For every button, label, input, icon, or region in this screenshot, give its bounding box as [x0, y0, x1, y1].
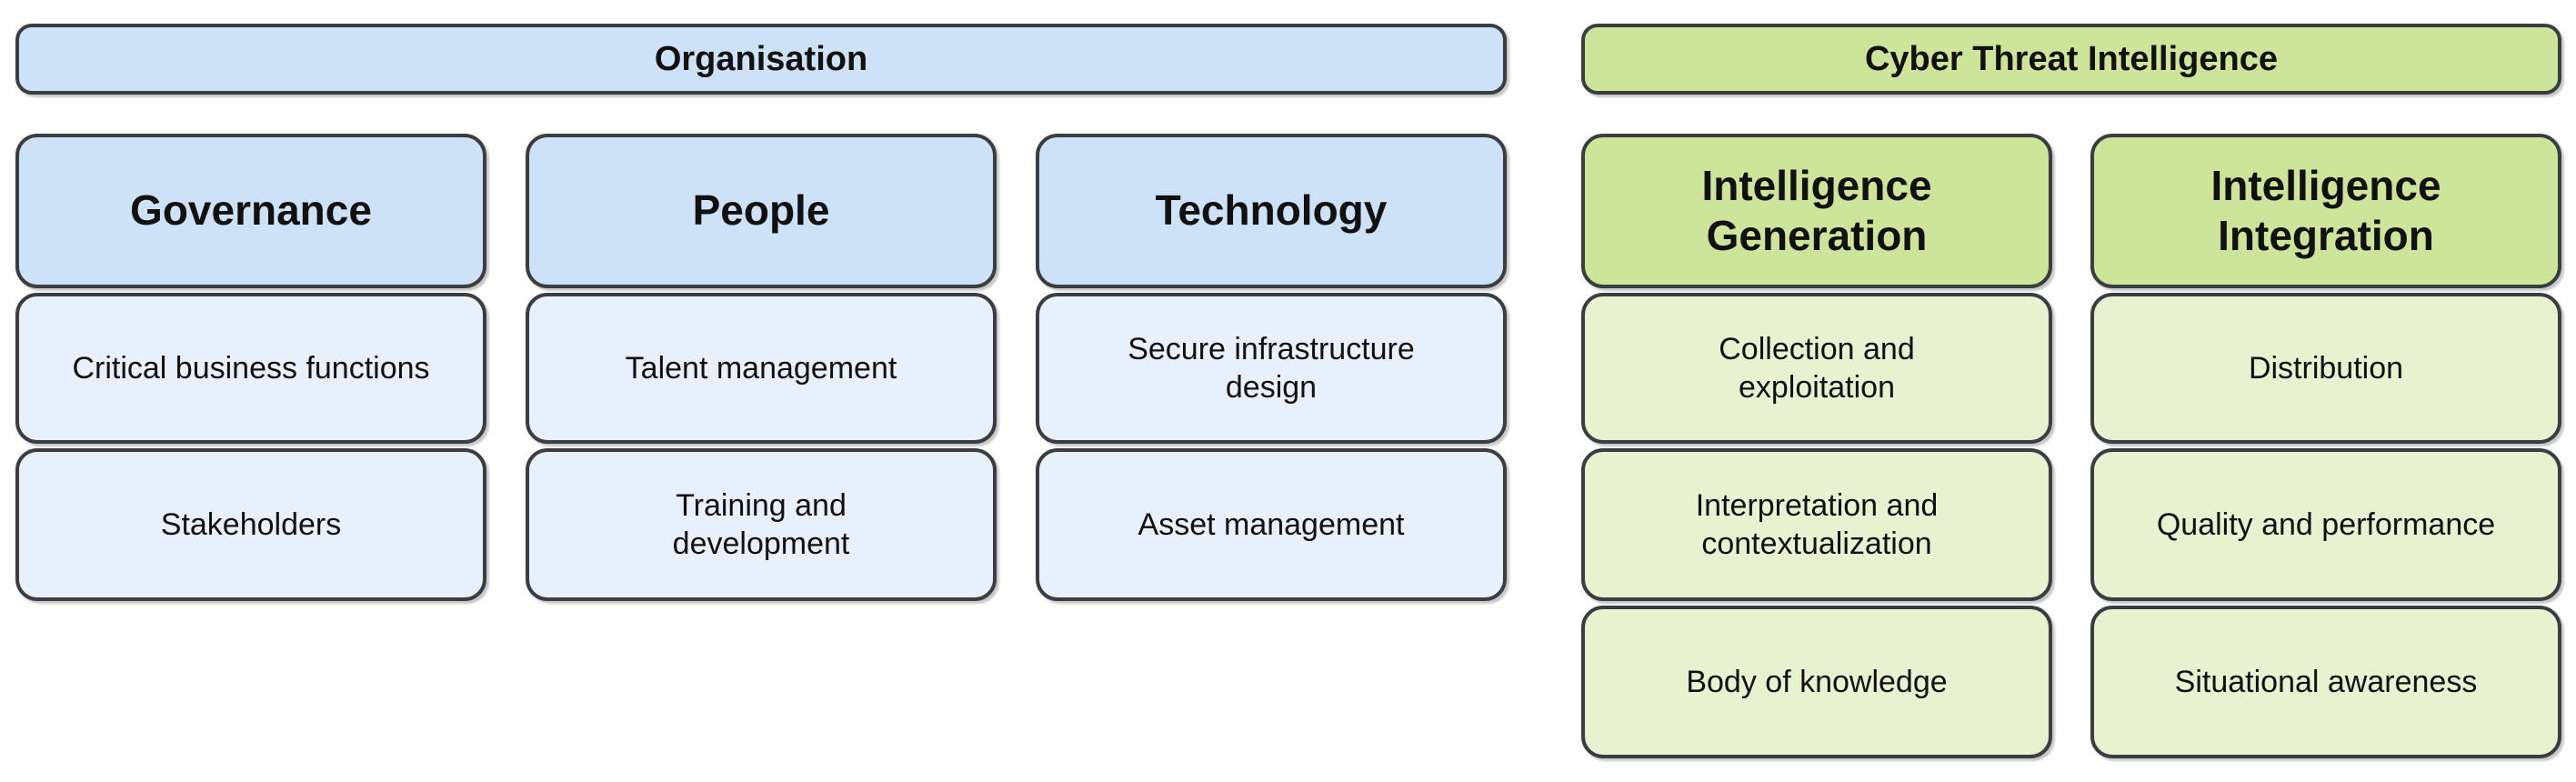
item-distribution: Distribution [2090, 293, 2561, 444]
item-body-of-knowledge: Body of knowledge [1581, 606, 2052, 758]
item-quality-and-performance: Quality and performance [2090, 448, 2561, 601]
item-training-and-development: Training and development [526, 448, 997, 601]
banner-cyber-threat-intelligence: Cyber Threat Intelligence [1581, 24, 2561, 95]
item-talent-management: Talent management [526, 293, 997, 444]
header-governance: Governance [15, 134, 486, 288]
header-intelligence-integration: Intelligence Integration [2090, 134, 2561, 288]
item-collection-and-exploitation: Collection and exploitation [1581, 293, 2052, 444]
header-intelligence-generation: Intelligence Generation [1581, 134, 2052, 288]
item-critical-business-functions: Critical business functions [15, 293, 486, 444]
item-asset-management: Asset management [1036, 448, 1507, 601]
header-technology: Technology [1036, 134, 1507, 288]
item-situational-awareness: Situational awareness [2090, 606, 2561, 758]
header-people: People [526, 134, 997, 288]
item-stakeholders: Stakeholders [15, 448, 486, 601]
organisation-columns: Governance People Technology Critical bu… [15, 134, 1507, 601]
item-secure-infrastructure-design: Secure infrastructure design [1036, 293, 1507, 444]
banner-organisation: Organisation [15, 24, 1507, 95]
item-interpretation-and-contextualization: Interpretation and contextualization [1581, 448, 2052, 601]
cti-columns: Intelligence Generation Intelligence Int… [1581, 134, 2561, 758]
